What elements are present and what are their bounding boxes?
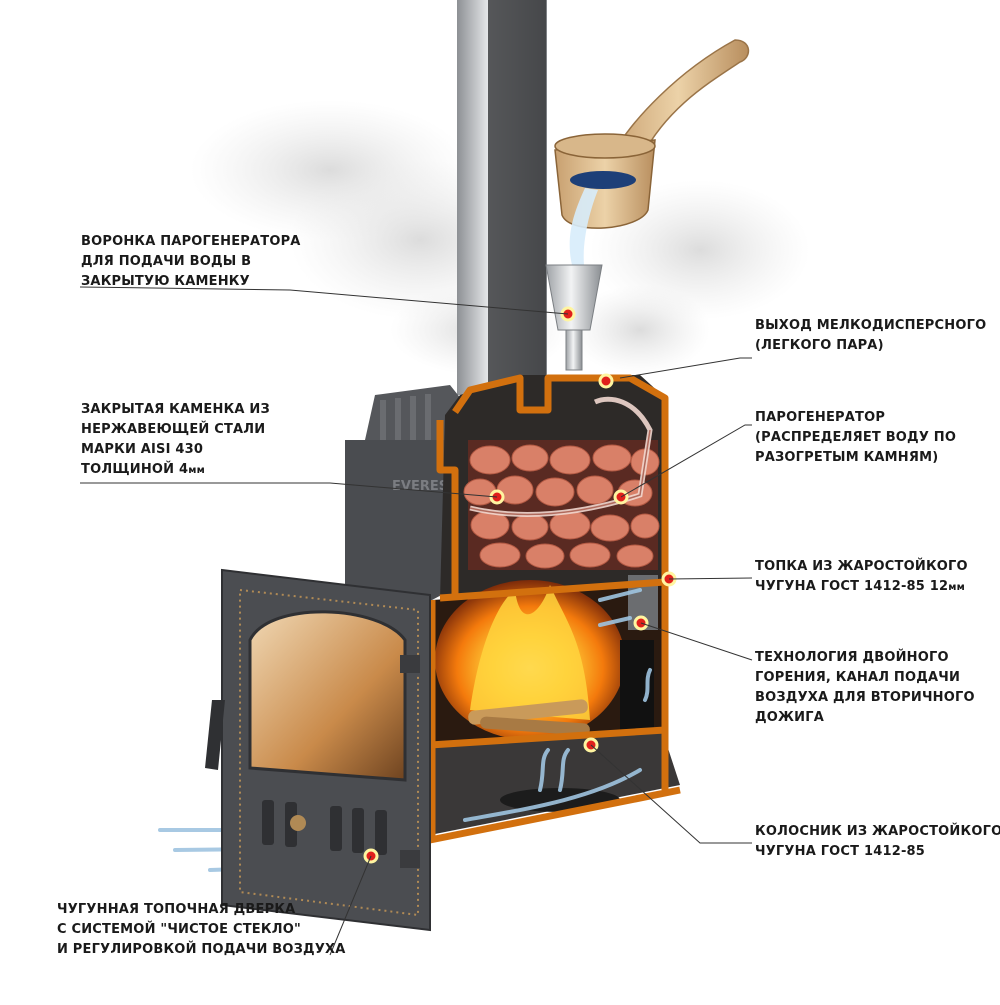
fire-door [205, 568, 431, 932]
callout-line: ТОЛЩИНОЙ 4мм [81, 460, 270, 481]
callout-steam-outlet: ВЫХОД МЕЛКОДИСПЕРСНОГО (ЛЕГКОГО ПАРА) [755, 316, 986, 356]
callout-unit: мм [188, 465, 205, 476]
callout-line: ЧУГУНА ГОСТ 1412-85 [755, 844, 926, 859]
callout-line: (РАСПРЕДЕЛЯЕТ ВОДУ ПО [755, 430, 957, 445]
callout-line: РАЗОГРЕТЫМ КАМНЯМ) [755, 450, 939, 465]
brand-mark: EVERES [392, 479, 448, 494]
callout-line: ВОЗДУХА ДЛЯ ВТОРИЧНОГО [755, 690, 975, 705]
callout-line: ТОПКА ИЗ ЖАРОСТОЙКОГО [755, 559, 968, 574]
cut-edges [428, 374, 681, 844]
heater-cutaway [440, 375, 662, 600]
callout-line: ЧУГУННАЯ ТОПОЧНАЯ ДВЕРКА [57, 902, 296, 917]
callout-text: ТОЛЩИНОЙ 4 [81, 462, 189, 477]
callout-line: С СИСТЕМОЙ "ЧИСТОЕ СТЕКЛО" [57, 922, 301, 937]
firebox-cutaway [432, 575, 662, 745]
callout-line: ЗАКРЫТУЮ КАМЕНКУ [81, 274, 250, 289]
door-glass [248, 610, 407, 782]
callout-unit: мм [948, 582, 966, 593]
callout-line: ПАРОГЕНЕРАТОР [755, 410, 886, 425]
callout-funnel: ВОРОНКА ПАРОГЕНЕРАТОРА ДЛЯ ПОДАЧИ ВОДЫ В… [81, 232, 301, 292]
stove-body: EVERES [345, 385, 470, 600]
callout-line: НЕРЖАВЕЮЩЕЙ СТАЛИ [81, 422, 266, 437]
callout-line: КОЛОСНИК ИЗ ЖАРОСТОЙКОГО [755, 824, 1000, 839]
callout-line: МАРКИ AISI 430 [81, 442, 204, 457]
callout-door: ЧУГУННАЯ ТОПОЧНАЯ ДВЕРКА С СИСТЕМОЙ "ЧИС… [57, 900, 346, 960]
heater-stones [463, 444, 660, 569]
ladle-icon [554, 39, 750, 265]
callout-firebox: ТОПКА ИЗ ЖАРОСТОЙКОГО ЧУГУНА ГОСТ 1412-8… [755, 557, 968, 598]
callout-line: ЗАКРЫТАЯ КАМЕНКА ИЗ [81, 402, 270, 417]
callout-heater: ЗАКРЫТАЯ КАМЕНКА ИЗ НЕРЖАВЕЮЩЕЙ СТАЛИ МА… [81, 400, 270, 481]
callout-steam-generator: ПАРОГЕНЕРАТОР (РАСПРЕДЕЛЯЕТ ВОДУ ПО РАЗО… [755, 408, 956, 468]
callout-line: ГОРЕНИЯ, КАНАЛ ПОДАЧИ [755, 670, 961, 685]
callout-line: ВЫХОД МЕЛКОДИСПЕРСНОГО [755, 318, 987, 333]
callout-double-burn: ТЕХНОЛОГИЯ ДВОЙНОГО ГОРЕНИЯ, КАНАЛ ПОДАЧ… [755, 648, 975, 728]
callout-line: ВОРОНКА ПАРОГЕНЕРАТОРА [81, 234, 301, 249]
callout-line: ЧУГУНА ГОСТ 1412-85 12мм [755, 577, 968, 598]
callout-line: ДЛЯ ПОДАЧИ ВОДЫ В [81, 254, 252, 269]
callout-text: ЧУГУНА ГОСТ 1412-85 12 [755, 579, 949, 594]
callout-line: (ЛЕГКОГО ПАРА) [755, 338, 884, 353]
callout-grate: КОЛОСНИК ИЗ ЖАРОСТОЙКОГО ЧУГУНА ГОСТ 141… [755, 822, 1000, 862]
callout-line: ТЕХНОЛОГИЯ ДВОЙНОГО [755, 650, 949, 665]
callout-line: ДОЖИГА [755, 710, 824, 725]
chimney-pipe [457, 0, 547, 395]
leader-lines [79, 286, 753, 956]
callout-line: И РЕГУЛИРОВКОЙ ПОДАЧИ ВОЗДУХА [57, 942, 346, 957]
